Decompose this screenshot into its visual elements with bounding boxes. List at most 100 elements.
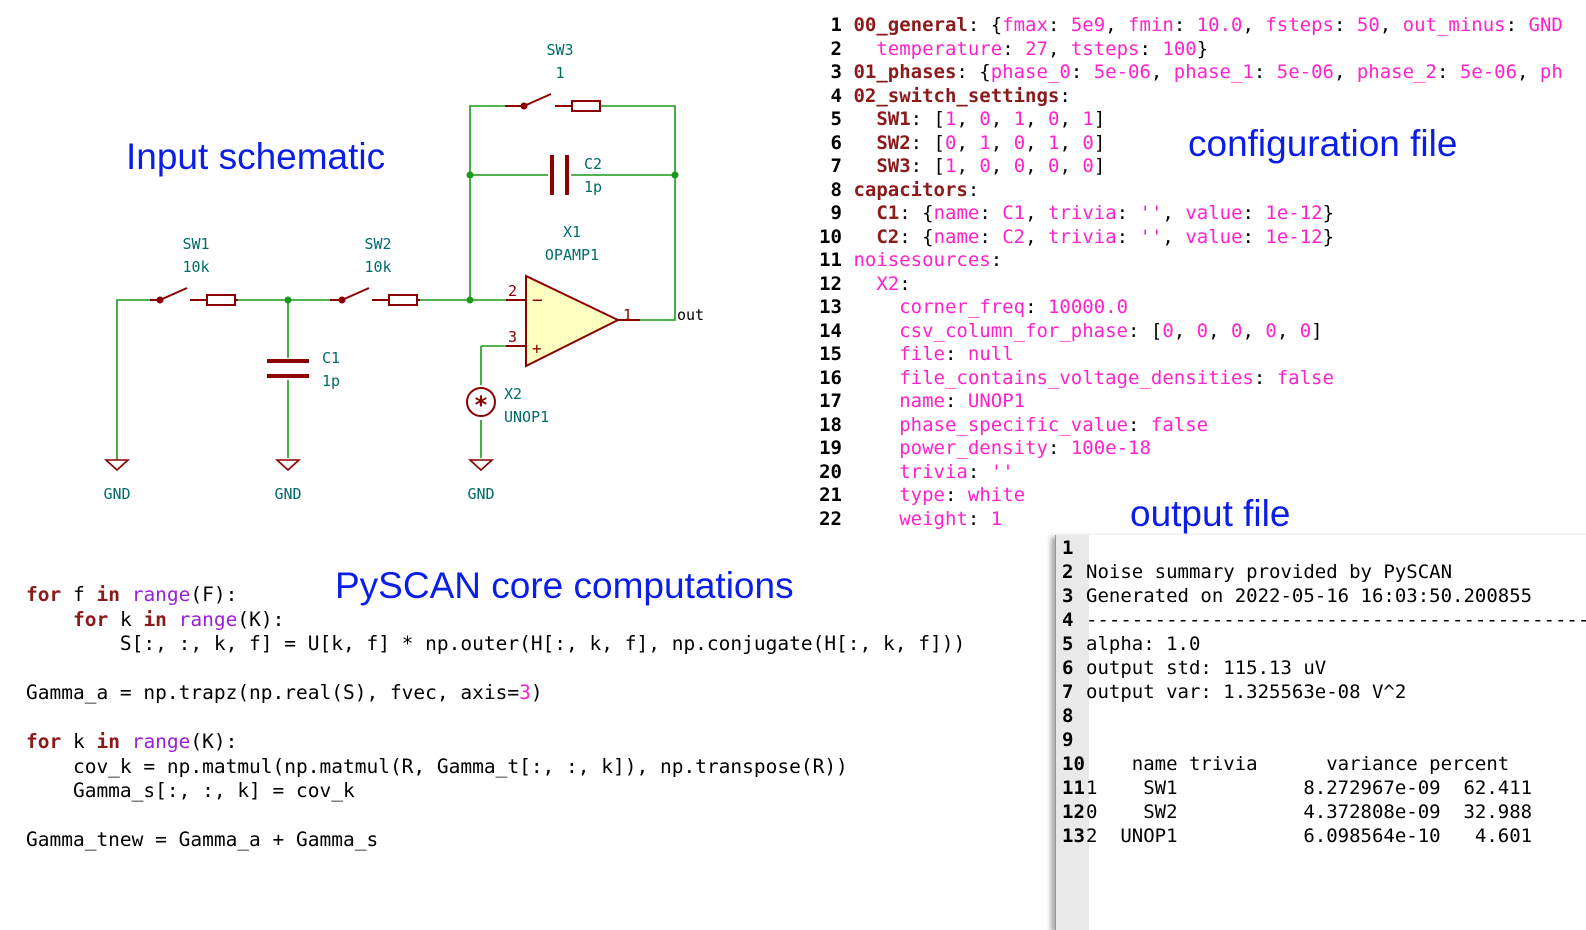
config-token: , xyxy=(1173,319,1197,342)
config-line: 15 file: null xyxy=(816,343,1563,367)
code-line: Gamma_tnew = Gamma_a + Gamma_s xyxy=(26,828,965,853)
config-line-number: 5 xyxy=(830,108,842,130)
config-token: 0 xyxy=(945,131,957,154)
config-token: , xyxy=(1208,319,1232,342)
code-token: Gamma_a = np.trapz(np.real(S), fvec, axi… xyxy=(26,681,520,704)
config-token xyxy=(853,367,899,389)
config-token: : xyxy=(1139,37,1163,60)
config-token: name xyxy=(899,390,945,412)
config-token: : xyxy=(1116,202,1140,224)
config-token: fmin xyxy=(1128,14,1174,36)
config-token: : xyxy=(1173,14,1197,36)
output-line-number: 5 xyxy=(1062,633,1074,655)
code-token: range xyxy=(131,730,191,753)
config-token: 27 xyxy=(1025,37,1048,60)
config-token: 5e-06 xyxy=(1093,61,1151,83)
config-line: 16 file_contains_voltage_densities: fals… xyxy=(816,367,1563,391)
config-token: 10.0 xyxy=(1196,14,1243,36)
code-line: for f in range(F): xyxy=(26,583,965,608)
config-line-number: 12 xyxy=(819,272,842,295)
code-token: (K): xyxy=(237,607,285,631)
capacitor-c1 xyxy=(267,359,309,378)
output-line-text: Noise summary provided by PySCAN xyxy=(1086,561,1453,583)
config-token: , xyxy=(1059,108,1083,130)
config-line: 17 name: UNOP1 xyxy=(816,390,1563,414)
config-token: : xyxy=(979,202,1003,224)
config-token: 1e-12 xyxy=(1265,202,1323,224)
config-token: : { xyxy=(899,225,934,248)
switch-sw1 xyxy=(150,287,238,306)
config-token: , xyxy=(1105,14,1129,36)
config-token: } xyxy=(1322,202,1335,224)
sw1-name-label: SW1 xyxy=(182,235,209,253)
code-line: Gamma_s[:, :, k] = cov_k xyxy=(26,779,965,804)
config-token: : xyxy=(967,507,991,530)
config-line-number: 7 xyxy=(830,155,842,177)
code-token: cov_k = np.matmul(np.matmul(R, Gamma_t[:… xyxy=(26,754,848,778)
config-token: 1 xyxy=(1013,108,1026,130)
config-token: 0 xyxy=(1265,319,1277,342)
config-token: : xyxy=(944,343,968,365)
code-token: in xyxy=(96,730,120,753)
config-token: 0 xyxy=(979,155,991,177)
config-token: 1 xyxy=(945,155,957,177)
config-token: value xyxy=(1185,202,1243,224)
config-token: weight xyxy=(899,507,968,530)
config-token: : xyxy=(944,390,968,412)
code-line xyxy=(26,657,965,682)
code-token: for xyxy=(26,730,62,753)
noise-source-x2: * xyxy=(466,387,496,419)
config-token: , xyxy=(1025,108,1049,130)
c2-value-label: 1p xyxy=(584,178,602,196)
code-line xyxy=(26,804,965,829)
config-token xyxy=(853,132,876,154)
output-line: 9 xyxy=(1062,728,1586,752)
switch-sw3 xyxy=(505,93,601,112)
config-line: 9 C1: {name: C1, trivia: '', value: 1e-1… xyxy=(816,202,1563,226)
config-token: : xyxy=(1059,84,1071,107)
output-line-text: 0 SW2 4.372808e-09 32.988 xyxy=(1086,801,1533,823)
sw2-name-label: SW2 xyxy=(364,235,391,253)
config-token: trivia xyxy=(899,460,968,483)
switch-sw2 xyxy=(330,287,420,306)
config-token: , xyxy=(1025,225,1048,248)
config-token xyxy=(853,414,899,436)
config-token: 0 xyxy=(1196,319,1209,342)
config-token: , xyxy=(1025,131,1049,154)
config-token: C1 xyxy=(876,202,900,224)
config-line-number: 11 xyxy=(819,249,842,271)
config-token: : xyxy=(1253,61,1277,83)
config-token: : { xyxy=(956,61,991,83)
config-token: , xyxy=(1242,319,1266,342)
code-line xyxy=(26,706,965,731)
output-line-number: 13 xyxy=(1062,825,1085,847)
config-token: '' xyxy=(990,460,1014,483)
config-token xyxy=(853,461,899,483)
c1-value-label: 1p xyxy=(322,372,340,390)
code-token: 3 xyxy=(519,681,531,704)
config-token: 1 xyxy=(1048,131,1060,154)
config-token: 0 xyxy=(1013,131,1026,154)
config-token: : xyxy=(1242,225,1266,248)
config-line: 4 02_switch_settings: xyxy=(816,85,1563,109)
config-token: 0 xyxy=(1162,319,1174,342)
config-token xyxy=(853,437,899,459)
config-token: ] xyxy=(1093,131,1106,154)
config-token: , xyxy=(990,131,1014,154)
config-token: , xyxy=(1276,319,1300,342)
opamp-x1: − + 2 3 1 xyxy=(506,274,640,368)
sw3-value-label: 1 xyxy=(555,64,564,82)
config-token: : xyxy=(1505,14,1529,36)
output-line: 8 xyxy=(1062,704,1586,728)
config-token: fsteps xyxy=(1265,14,1334,36)
config-token: 5e9 xyxy=(1070,14,1106,36)
output-line: 111 SW1 8.272967e-09 62.411 xyxy=(1062,776,1586,800)
code-token: f xyxy=(61,583,97,606)
config-line-number: 18 xyxy=(819,413,842,436)
opamp-name-label: X1 xyxy=(563,223,581,241)
config-line: 11 noisesources: xyxy=(816,249,1563,273)
title-output-file: output file xyxy=(1130,493,1291,534)
